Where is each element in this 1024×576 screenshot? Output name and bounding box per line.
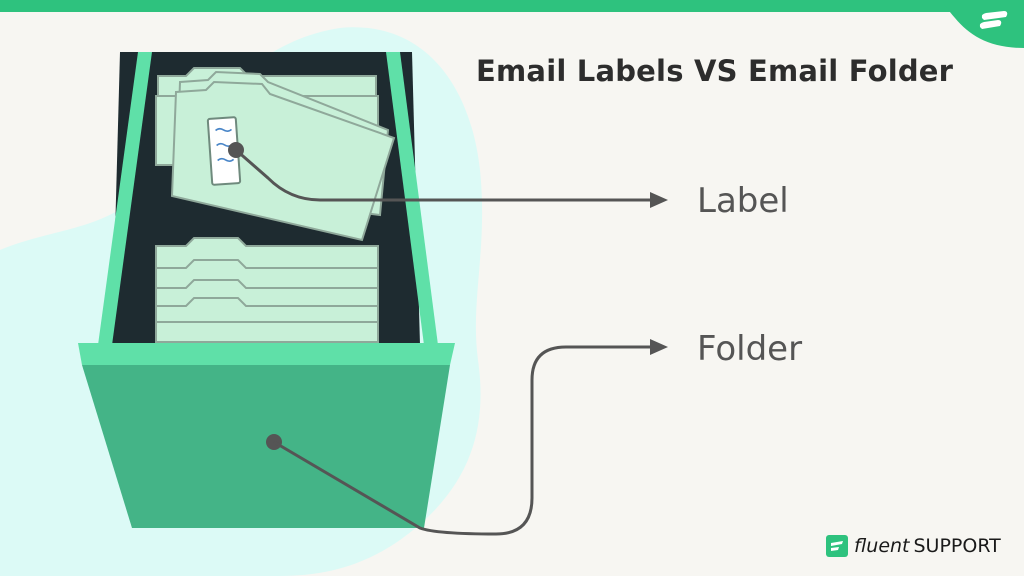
top-accent-bar [0, 0, 1024, 12]
corner-logo-icon [979, 11, 1008, 29]
brand-name-fluent: fluent [854, 535, 910, 557]
brand-name-support: SUPPORT [913, 535, 1001, 557]
diagram-title: Email Labels VS Email Folder [476, 54, 954, 88]
arrow-right-icon [650, 339, 668, 355]
drawer-front [82, 365, 450, 528]
arrow-right-icon [650, 192, 668, 208]
drawer-front-rim [78, 343, 455, 365]
fluent-logo-icon [826, 535, 848, 557]
drawer-rail-left [98, 52, 152, 345]
label-connector [228, 142, 668, 208]
folder-callout: Folder [697, 329, 803, 369]
brand-logo: fluent SUPPORT [826, 533, 1001, 559]
lower-folder-stack [155, 237, 379, 343]
folder [155, 321, 379, 343]
folder-connector [266, 339, 668, 536]
label-callout: Label [697, 181, 789, 221]
